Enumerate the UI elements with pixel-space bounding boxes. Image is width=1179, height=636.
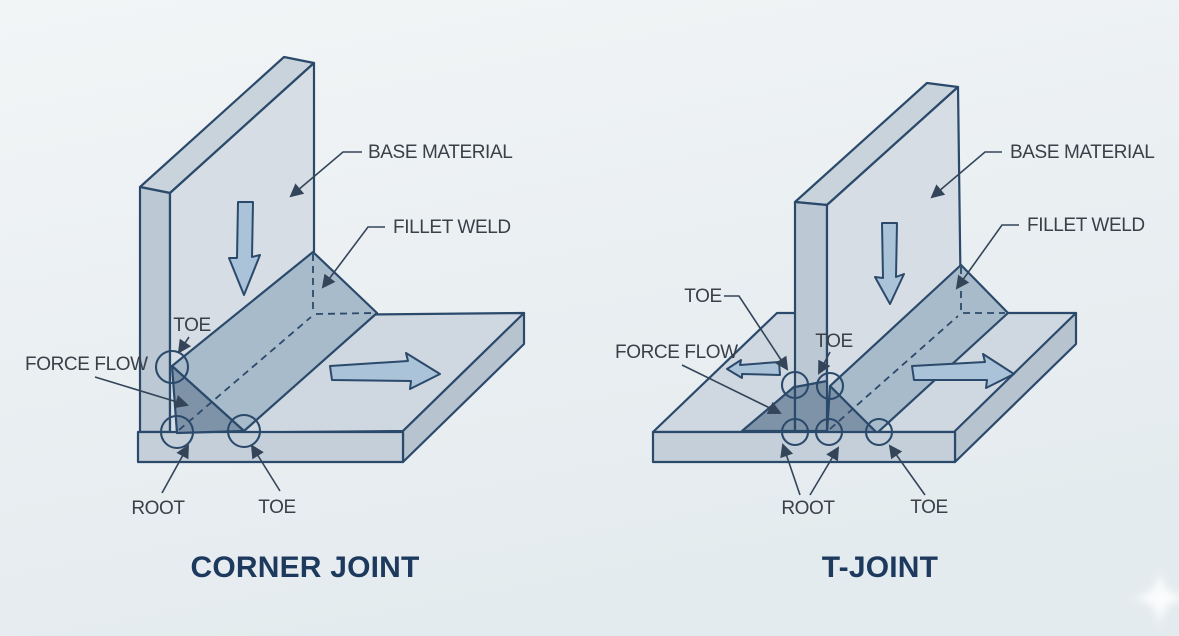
force-arrow-down-t [874,222,905,305]
leader-root-t-2 [809,446,840,496]
label-toe-left-t: TOE [684,286,722,307]
corner-toe-top-circle [154,349,190,385]
leader-fillet-weld-t [955,224,1019,290]
force-arrow-down [228,201,261,296]
label-toe-top: TOE [173,315,211,336]
leader-base-material-t [930,151,1002,199]
title-t-joint: T-JOINT [822,551,938,584]
tjoint-root-circle-2 [814,417,844,447]
corner-toe-bottom-circle [226,413,262,449]
label-base-material: BASE MATERIAL [368,142,512,163]
label-force-flow: FORCE FLOW [25,354,148,375]
leader-toe-top [177,336,192,354]
leader-force-flow-t [681,364,782,415]
leader-toe-left-t [724,295,789,371]
t-joint-diagram: TOE TOE FORCE FLOW ROOT TOE BASE MATERIA… [615,81,1155,584]
title-corner-joint: CORNER JOINT [190,551,419,584]
leader-fillet-weld [321,226,385,289]
leader-toe-bottom-t [888,444,926,496]
label-toe-bottom-t: TOE [910,497,948,518]
tjoint-base-plate-front [651,311,1078,464]
label-force-flow-t: FORCE FLOW [615,342,738,363]
label-root-t: ROOT [781,498,835,519]
tjoint-toe-bottom-circle [864,417,894,447]
leader-root-t-1 [780,443,801,496]
tjoint-hidden-edges [829,267,1005,430]
corner-joint-diagram: BASE MATERIAL FILLET WELD TOE FORCE FLOW… [25,55,526,584]
leader-root [161,444,189,494]
corner-fillet-weld [170,250,379,435]
leader-force-flow [94,376,189,409]
leader-toe-right-t [818,351,831,375]
corner-hidden-edges [178,254,375,431]
sparkle-watermark [1129,568,1179,629]
label-toe-bottom: TOE [258,497,296,518]
label-toe-right-t: TOE [815,331,853,352]
force-arrow-right [329,352,441,390]
tjoint-toe-left-circle [780,370,810,400]
leader-toe-bottom [250,444,281,492]
tjoint-root-circle-1 [780,417,810,447]
force-arrow-right-t [911,353,1015,389]
label-fillet-weld-t: FILLET WELD [1027,215,1145,236]
label-base-material-t: BASE MATERIAL [1010,142,1154,163]
label-fillet-weld: FILLET WELD [393,217,511,238]
leader-base-material [289,151,362,198]
label-root: ROOT [131,498,185,519]
